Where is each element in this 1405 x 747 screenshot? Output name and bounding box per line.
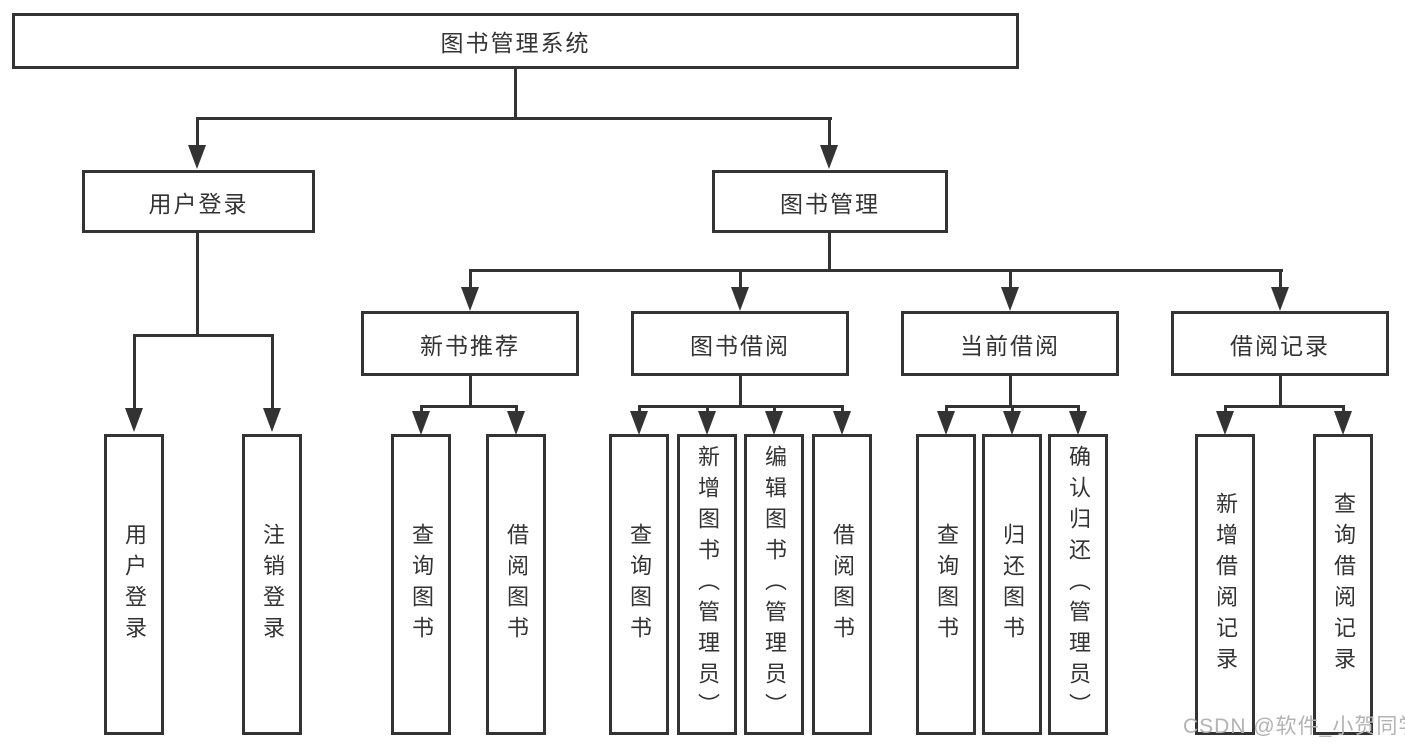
arrow-down-icon (1334, 411, 1352, 435)
connector-user-login-bus (133, 334, 274, 337)
connector-book-borrow-stub (739, 376, 742, 407)
node-root: 图书管理系统 (12, 13, 1019, 69)
leaf-add-borrow-record: 新增借阅记录 (1195, 434, 1255, 735)
leaf-logout: 注销登录 (242, 434, 302, 735)
leaf-query-book-borrow: 查询图书 (609, 434, 669, 735)
connector-leaf-arrow (841, 405, 844, 413)
connector-book-borrow-bus (638, 405, 844, 408)
leaf-return-book: 归还图书 (982, 434, 1042, 735)
connector-leaf-arrow (1224, 405, 1227, 413)
connector-user-login-stub (196, 232, 199, 336)
connector-leaf-arrow (773, 405, 776, 413)
arrow-down-icon (1003, 411, 1021, 435)
csdn-watermark: CSDN @软件_小贺同学 (1183, 715, 1405, 738)
connector-borrow-record-stub (1279, 376, 1282, 407)
arrow-down-icon (507, 411, 525, 435)
connector-root-stub (514, 68, 517, 120)
node-user-login: 用户登录 (82, 170, 315, 233)
leaf-query-book-current: 查询图书 (916, 434, 976, 735)
connector-to-book-management (828, 117, 831, 147)
arrow-down-icon (765, 411, 783, 435)
connector-leaf-arrow (1342, 405, 1345, 413)
connector-book-mgmt-stub (828, 232, 831, 271)
leaf-add-book-admin: 新增图书（管理员） (677, 434, 737, 735)
arrow-down-icon (412, 411, 430, 435)
connector-to-new-book (469, 269, 472, 289)
arrow-down-icon (1271, 287, 1289, 311)
node-borrow-record: 借阅记录 (1171, 311, 1389, 376)
connector-new-book-bus (420, 405, 518, 408)
arrow-down-icon (263, 408, 281, 432)
node-current-borrow: 当前借阅 (901, 311, 1119, 376)
connector-level3-bus (469, 269, 1283, 272)
connector-current-borrow-stub (1009, 376, 1012, 407)
arrow-down-icon (1069, 411, 1087, 435)
arrow-down-icon (1001, 287, 1019, 311)
connector-leaf-arrow (515, 405, 518, 413)
connector-leaf-arrow (1011, 405, 1014, 413)
arrow-down-icon (125, 408, 143, 432)
connector-to-borrow-record (1279, 269, 1282, 289)
connector-level2-bus (196, 117, 832, 120)
arrow-down-icon (833, 411, 851, 435)
arrow-down-icon (698, 411, 716, 435)
node-book-borrow: 图书借阅 (631, 311, 849, 376)
leaf-borrow-book-recommend: 借阅图书 (486, 434, 546, 735)
arrow-down-icon (937, 411, 955, 435)
connector-leaf-arrow (1077, 405, 1080, 413)
node-book-management: 图书管理 (712, 170, 948, 233)
leaf-confirm-return-admin: 确认归还（管理员） (1048, 434, 1108, 735)
connector-to-leaf-user-login (133, 334, 136, 410)
arrow-down-icon (820, 145, 838, 169)
leaf-edit-book-admin: 编辑图书（管理员） (744, 434, 804, 735)
connector-borrow-record-bus (1224, 405, 1345, 408)
leaf-borrow-book: 借阅图书 (812, 434, 872, 735)
arrow-down-icon (188, 145, 206, 169)
node-new-book-recommend: 新书推荐 (361, 311, 579, 376)
connector-new-book-stub (469, 376, 472, 407)
connector-leaf-arrow (706, 405, 709, 413)
arrow-down-icon (461, 287, 479, 311)
arrow-down-icon (1216, 411, 1234, 435)
leaf-query-book-recommend: 查询图书 (391, 434, 451, 735)
connector-to-book-borrow (739, 269, 742, 289)
connector-leaf-arrow (945, 405, 948, 413)
leaf-user-login: 用户登录 (104, 434, 164, 735)
connector-leaf-arrow (638, 405, 641, 413)
leaf-query-borrow-record: 查询借阅记录 (1313, 434, 1373, 735)
connector-to-current-borrow (1009, 269, 1012, 289)
arrow-down-icon (731, 287, 749, 311)
connector-leaf-arrow (420, 405, 423, 413)
connector-to-user-login (196, 117, 199, 147)
arrow-down-icon (630, 411, 648, 435)
connector-to-leaf-logout (271, 334, 274, 410)
